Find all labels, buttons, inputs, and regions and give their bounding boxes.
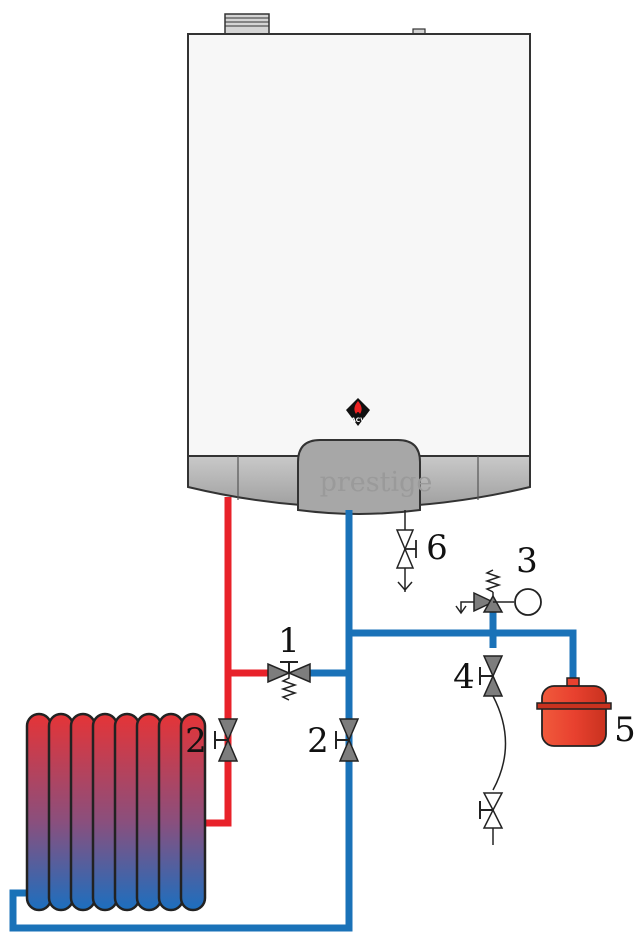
safety-valve (455, 569, 542, 616)
isolation-valve-left (214, 718, 239, 762)
callout-5: 5 (614, 710, 635, 750)
pressure-gauge (514, 588, 542, 616)
drain-valve (395, 510, 417, 592)
isolation-valve-right (335, 718, 360, 762)
callout-2-left: 2 (185, 721, 207, 761)
bypass-valve (267, 661, 311, 701)
callout-3: 3 (516, 541, 538, 581)
filling-hose (492, 695, 507, 791)
svg-text:ACV: ACV (351, 417, 365, 424)
acv-logo: ACV (346, 398, 370, 426)
expansion-vessel (536, 677, 612, 747)
boiler-casing (187, 33, 531, 459)
radiator (25, 712, 207, 912)
return-pipes (9, 510, 577, 932)
boiler: prestige ACV (187, 13, 531, 515)
fill-valve (479, 655, 507, 845)
callout-1: 1 (278, 621, 300, 661)
callout-6: 6 (426, 528, 448, 568)
flue-outlet (224, 13, 270, 35)
callout-2-right: 2 (307, 721, 329, 761)
brand-label: prestige (320, 467, 433, 498)
flow-pipes (206, 497, 272, 827)
callout-4: 4 (453, 657, 475, 697)
